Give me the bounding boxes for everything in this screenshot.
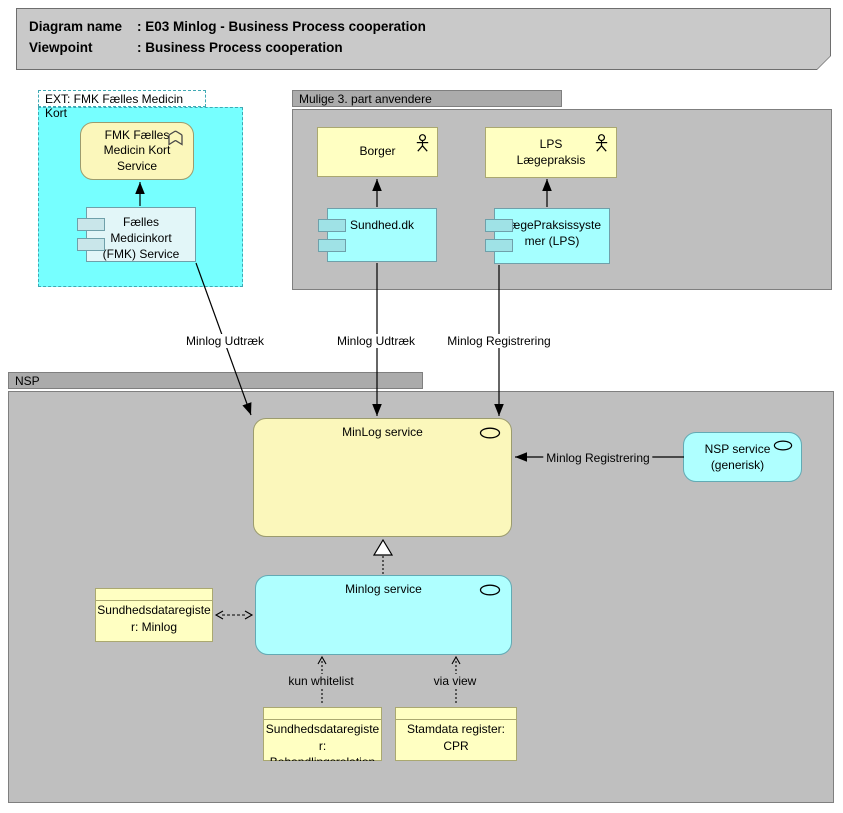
node-label: Sundhedsdataregiste r: Minlog xyxy=(97,603,211,634)
component-icon xyxy=(77,238,105,251)
service-oval-icon xyxy=(773,440,793,454)
title-block: Diagram name: E03 Minlog - Business Proc… xyxy=(16,8,831,70)
title-row-viewpoint: Viewpoint: Business Process cooperation xyxy=(29,37,830,58)
node-label: Sundhed.dk xyxy=(349,218,415,232)
title-value: E03 Minlog - Business Process cooperatio… xyxy=(145,19,426,34)
node-sundhed-dk[interactable]: Sundhed.dk xyxy=(318,208,437,262)
title-row-diagram-name: Diagram name: E03 Minlog - Business Proc… xyxy=(29,16,830,37)
node-minlog-service-inner[interactable]: Minlog service xyxy=(255,575,512,655)
node-label: LPS Lægepraksis xyxy=(516,137,586,167)
node-sundhedsdataregister-behandlingsrelation[interactable]: Sundhedsdataregiste r: Behandlingsrelati… xyxy=(263,707,382,761)
component-icon xyxy=(318,219,346,232)
node-label: NSP service (generisk) xyxy=(704,442,771,472)
actor-icon xyxy=(416,134,429,155)
title-label: Viewpoint xyxy=(29,40,93,55)
node-label: Sundhedsdataregiste r: Behandlingsrelati… xyxy=(265,722,380,761)
node-minlog-service-main[interactable]: MinLog service xyxy=(253,418,512,537)
node-label: LægePraksissyste mer (LPS) xyxy=(502,218,602,248)
node-label: Minlog service xyxy=(345,582,422,596)
title-block-inner: Diagram name: E03 Minlog - Business Proc… xyxy=(17,9,830,69)
node-borger[interactable]: Borger xyxy=(317,127,438,177)
data-object-band xyxy=(264,708,381,720)
edge-label-kun-whitelist[interactable]: kun whitelist xyxy=(285,674,357,688)
group-third-party-tab[interactable]: Mulige 3. part anvendere xyxy=(292,90,562,107)
function-icon xyxy=(166,129,185,149)
node-nsp-service-generisk[interactable]: NSP service (generisk) xyxy=(683,432,802,482)
component-icon xyxy=(318,239,346,252)
node-sundhedsdataregister-minlog[interactable]: Sundhedsdataregiste r: Minlog xyxy=(95,588,213,642)
node-faelles-medicinkort-fmk-service[interactable]: Fælles Medicinkort (FMK) Service xyxy=(77,207,196,262)
node-label: Fælles Medicinkort (FMK) Service xyxy=(102,215,180,261)
data-object-band xyxy=(96,589,212,601)
edge-label-minlog-registrering-2[interactable]: Minlog Registrering xyxy=(543,451,653,465)
service-oval-icon xyxy=(479,584,501,599)
title-value: Business Process cooperation xyxy=(145,40,343,55)
node-label: FMK Fælles Medicin Kort Service xyxy=(103,127,171,173)
node-label: Borger xyxy=(359,144,396,159)
edge-label-via-view[interactable]: via view xyxy=(430,674,480,688)
title-label: Diagram name xyxy=(29,19,123,34)
data-object-band xyxy=(396,708,516,720)
component-icon xyxy=(485,239,513,252)
node-label: Stamdata register: CPR xyxy=(406,722,506,753)
node-lps-laegepraksis[interactable]: LPS Lægepraksis xyxy=(485,127,617,178)
actor-icon xyxy=(595,134,608,155)
group-nsp-tab[interactable]: NSP xyxy=(8,372,423,389)
node-stamdata-register-cpr[interactable]: Stamdata register: CPR xyxy=(395,707,517,761)
edge-label-minlog-registrering-1[interactable]: Minlog Registrering xyxy=(444,334,554,348)
group-ext-fmk-tab[interactable]: EXT: FMK Fælles Medicin Kort xyxy=(38,90,206,120)
component-icon xyxy=(77,218,105,231)
node-fmk-faelles-medicin-kort-service[interactable]: FMK Fælles Medicin Kort Service xyxy=(80,122,194,180)
title-colon: : xyxy=(137,40,142,55)
edge-label-minlog-udtraek-1[interactable]: Minlog Udtræk xyxy=(182,334,268,348)
edge-label-minlog-udtraek-2[interactable]: Minlog Udtræk xyxy=(333,334,419,348)
title-colon: : xyxy=(137,19,142,34)
component-icon xyxy=(485,219,513,232)
node-laegepraksissystemer-lps[interactable]: LægePraksissyste mer (LPS) xyxy=(485,208,610,264)
node-label: MinLog service xyxy=(342,425,423,439)
service-oval-icon xyxy=(479,427,501,442)
